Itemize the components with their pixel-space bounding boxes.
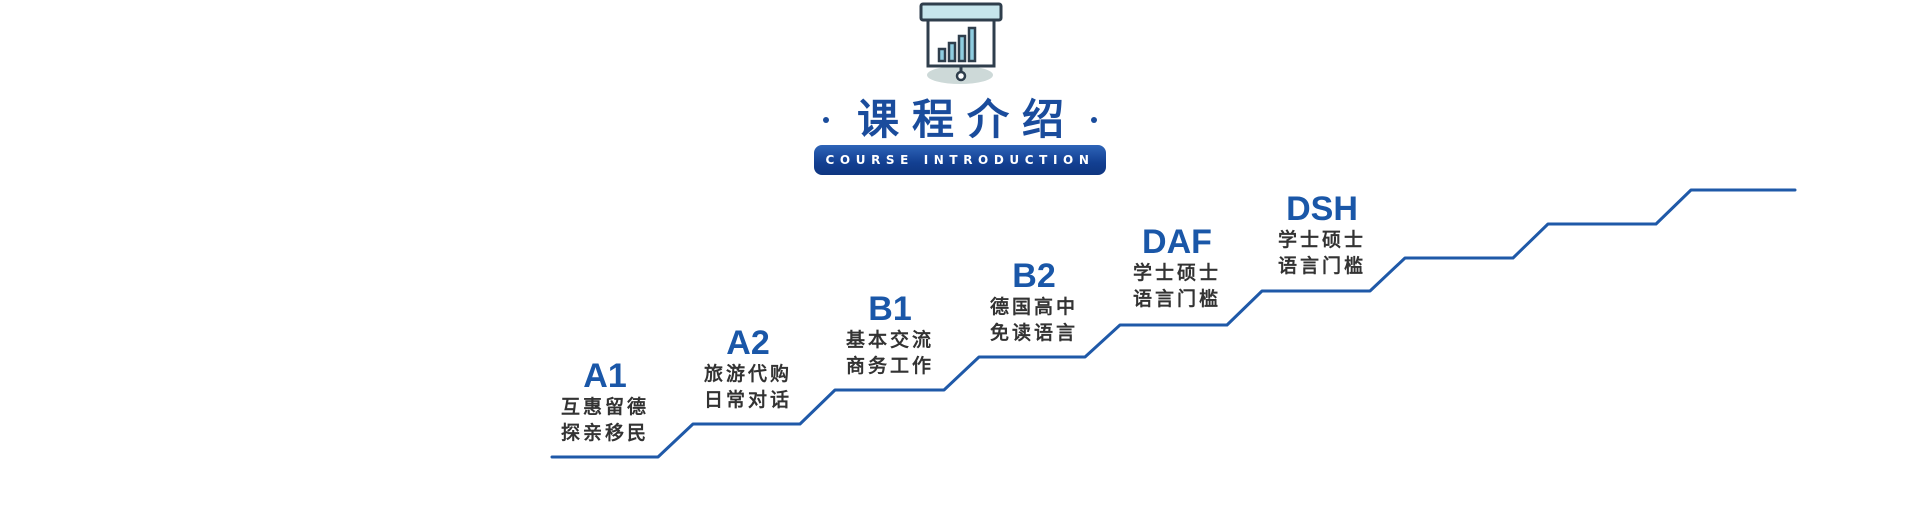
title-dot-left: [822, 117, 829, 123]
step-a2: A2 旅游代购 日常对话: [688, 325, 808, 413]
step-desc-line2: 语言门槛: [1277, 255, 1366, 277]
step-desc-line1: 学士硕士: [1132, 262, 1221, 284]
subtitle-badge: COURSE INTRODUCTION: [814, 145, 1106, 175]
step-b2: B2 德国高中 免读语言: [974, 258, 1094, 346]
step-desc-line1: 互惠留德: [560, 396, 649, 418]
step-desc-line1: 学士硕士: [1277, 229, 1366, 251]
step-desc-line1: 德国高中: [989, 296, 1078, 318]
step-desc-line2: 日常对话: [703, 389, 792, 411]
step-level: A2: [726, 324, 770, 362]
step-level: DSH: [1286, 190, 1358, 228]
step-level: A1: [583, 357, 627, 395]
step-desc-line2: 语言门槛: [1132, 288, 1221, 310]
step-a1: A1 互惠留德 探亲移民: [545, 358, 665, 446]
page-title: 课程介绍: [820, 92, 1100, 148]
step-dsh: DSH 学士硕士 语言门槛: [1262, 191, 1382, 279]
presentation-board-chart-icon: [917, 0, 1005, 86]
page-title-text: 课程介绍: [856, 95, 1077, 144]
step-daf: DAF 学士硕士 语言门槛: [1117, 224, 1237, 312]
step-level: B2: [1012, 257, 1056, 295]
step-level: B1: [868, 290, 912, 328]
step-desc-line2: 探亲移民: [560, 422, 649, 444]
title-dot-right: [1091, 117, 1097, 123]
step-desc-line2: 商务工作: [845, 355, 934, 377]
step-desc-line2: 免读语言: [989, 322, 1078, 344]
step-b1: B1 基本交流 商务工作: [830, 291, 950, 379]
step-desc-line1: 旅游代购: [703, 363, 792, 385]
step-desc-line1: 基本交流: [845, 329, 934, 351]
step-level: DAF: [1142, 223, 1212, 261]
